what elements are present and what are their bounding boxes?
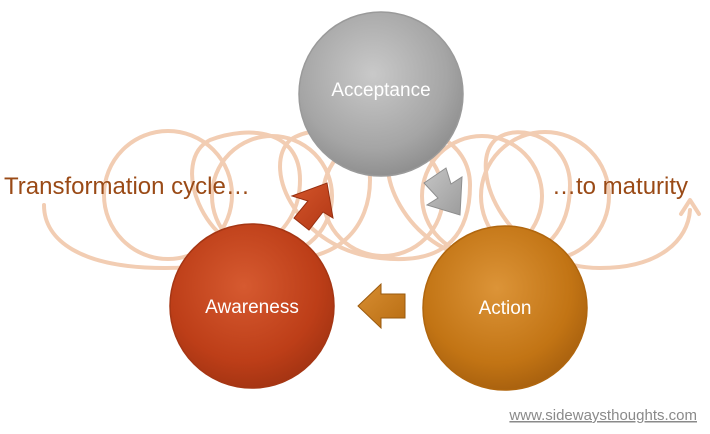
line-arrowhead-icon bbox=[679, 198, 701, 216]
arrow-acceptance-to-action bbox=[423, 167, 463, 216]
node-action-label: Action bbox=[479, 298, 532, 319]
left-caption: Transformation cycle… bbox=[4, 173, 250, 200]
footer-website-link[interactable]: www.sidewaysthoughts.com bbox=[508, 407, 697, 424]
node-acceptance-label: Acceptance bbox=[331, 80, 430, 101]
node-awareness: Awareness bbox=[169, 223, 335, 389]
node-awareness-label: Awareness bbox=[205, 297, 299, 318]
arrow-left-icon bbox=[357, 282, 406, 330]
arrow-down-right-icon bbox=[423, 167, 463, 216]
arrow-up-right-icon bbox=[290, 182, 334, 231]
arrow-action-to-awareness bbox=[357, 282, 406, 330]
node-action: Action bbox=[422, 225, 588, 391]
node-acceptance: Acceptance bbox=[298, 11, 464, 177]
arrow-awareness-to-acceptance bbox=[290, 182, 334, 231]
right-caption: …to maturity bbox=[552, 173, 688, 200]
